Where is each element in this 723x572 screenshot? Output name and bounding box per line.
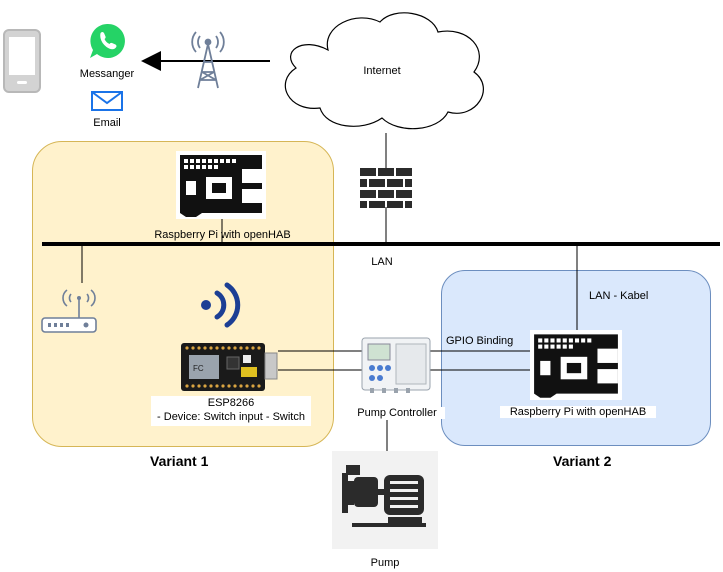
lan-kabel-label: LAN - Kabel <box>589 290 649 302</box>
phone-icon <box>3 29 41 93</box>
raspberry-pi-icon <box>180 155 262 217</box>
email-icon <box>91 91 123 111</box>
raspberry-pi-top <box>176 151 266 219</box>
esp-device-label: - Device: Switch input - Switch <box>157 411 305 423</box>
esp-label-box: ESP8266 - Device: Switch input - Switch <box>151 396 311 426</box>
esp8266-board-icon: FC <box>181 343 278 391</box>
pump-controller-icon <box>361 337 431 393</box>
lan-label: LAN <box>371 256 393 268</box>
esp8266-board: FC <box>179 339 279 394</box>
messenger-label: Messanger <box>79 68 135 80</box>
wifi-icon <box>201 282 241 328</box>
cloud-icon <box>284 12 484 130</box>
internet-label: Internet <box>363 65 401 77</box>
router-icon <box>41 289 97 333</box>
antenna-tower-icon <box>191 31 225 89</box>
rpi-v2-label: Raspberry Pi with openHAB <box>500 406 656 418</box>
email-label: Email <box>93 117 121 129</box>
firewall-icon <box>360 168 412 208</box>
rpi-top-label: Raspberry Pi with openHAB <box>154 229 291 241</box>
esp-name-label: ESP8266 <box>207 397 255 409</box>
raspberry-pi-icon <box>534 334 618 398</box>
pump-label: Pump <box>370 557 400 569</box>
variant2-title: Variant 2 <box>553 453 612 469</box>
pump-icon <box>342 465 426 527</box>
pump-controller-label: Pump Controller <box>349 407 445 419</box>
svg-text:FC: FC <box>193 364 204 373</box>
pump-box <box>332 451 438 549</box>
variant1-title: Variant 1 <box>150 453 209 469</box>
raspberry-pi-v2 <box>530 330 622 400</box>
whatsapp-icon <box>90 23 125 58</box>
gpio-label: GPIO Binding <box>446 335 514 347</box>
